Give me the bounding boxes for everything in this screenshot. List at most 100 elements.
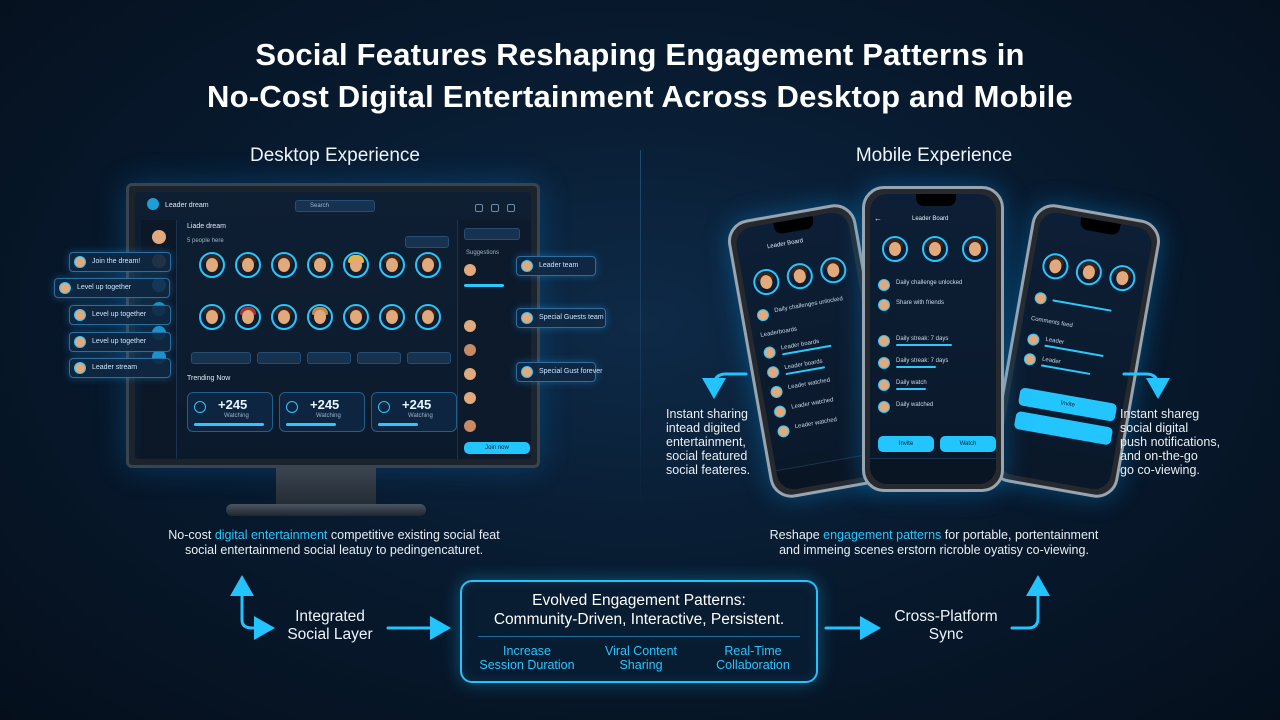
flow-right-line: Cross-Platform — [894, 608, 998, 625]
floating-notification[interactable]: Level up together — [69, 332, 171, 352]
friend-avatar[interactable] — [415, 252, 441, 278]
friend-avatar[interactable] — [307, 252, 333, 278]
trending-card[interactable]: +245 Watching — [279, 392, 365, 432]
note-line: Instant shareg — [1120, 407, 1200, 421]
tag-pill[interactable] — [191, 352, 251, 364]
trending-card[interactable]: +245 Watching — [371, 392, 457, 432]
phone-row[interactable]: Daily watch — [878, 378, 988, 392]
phone-row[interactable]: Daily streak: 7 days — [878, 356, 988, 370]
panel-subtitle: 5 people here — [187, 238, 224, 244]
stat-label: Watching — [316, 413, 341, 419]
phone-watch-button[interactable]: Watch — [940, 436, 996, 452]
phone-row[interactable]: Daily watched — [878, 400, 988, 414]
suggestion-avatar[interactable] — [464, 344, 476, 356]
phone-invite-button[interactable]: Invite — [878, 436, 934, 452]
floating-notification[interactable]: Join the dream! — [69, 252, 171, 272]
tag-pill[interactable] — [407, 352, 451, 364]
floater-text: Join the dream! — [92, 258, 141, 265]
rail-avatar[interactable] — [152, 230, 166, 244]
mobile-right-note: Instant shareg social digital push notif… — [1120, 407, 1250, 477]
grid-icon[interactable] — [491, 204, 499, 212]
metric-line: Viral Content — [604, 644, 678, 658]
note-line: go co-viewing. — [1120, 463, 1200, 477]
floating-notification[interactable]: Leader stream — [69, 358, 171, 378]
phone-row[interactable]: Daily challenge unlocked — [878, 278, 988, 292]
tag-pill[interactable] — [307, 352, 351, 364]
phone-row[interactable]: Daily streak: 7 days — [878, 334, 988, 348]
stat-bar — [286, 423, 336, 426]
tag-pill[interactable] — [257, 352, 301, 364]
suggestion-bar — [464, 284, 504, 287]
desktop-heading: Desktop Experience — [249, 145, 421, 166]
suggestion-avatar[interactable] — [464, 320, 476, 332]
mobile-caption-highlight: engagement patterns — [823, 528, 942, 542]
friend-avatar[interactable] — [199, 304, 225, 330]
friend-avatar[interactable] — [307, 304, 333, 330]
monitor-stand-neck — [276, 468, 376, 508]
floater-text: Level up together — [92, 311, 147, 318]
friend-avatar[interactable] — [235, 252, 261, 278]
mobile-heading: Mobile Experience — [855, 145, 1013, 166]
arrow-up-right — [1010, 575, 1050, 630]
floating-notification[interactable]: Leader team — [516, 256, 596, 276]
floating-notification[interactable]: Special Gust forever — [516, 362, 602, 382]
phone-avatar[interactable] — [922, 236, 948, 262]
friend-avatar[interactable] — [379, 252, 405, 278]
phone-row-text: Daily watched — [896, 402, 934, 408]
friend-avatar[interactable] — [199, 252, 225, 278]
arrow-to-layer — [240, 616, 275, 640]
floater-text: Level up together — [92, 338, 147, 345]
friend-avatar[interactable] — [235, 304, 261, 330]
window-icon[interactable] — [475, 204, 483, 212]
friend-avatar[interactable] — [343, 304, 369, 330]
metric-line: Collaboration — [716, 658, 790, 672]
suggestion-avatar[interactable] — [464, 264, 476, 276]
flow-left-line: Social Layer — [287, 626, 373, 643]
mobile-caption-line2: and immeing scenes erstorn ricroble oyat… — [779, 543, 1089, 557]
engagement-title: Evolved Engagement Patterns: — [532, 592, 746, 609]
filter-pill[interactable] — [405, 236, 449, 248]
metric-line: Real-Time — [724, 644, 782, 658]
globe-icon — [286, 401, 298, 413]
stat-value: +245 — [310, 397, 340, 412]
mobile-caption-rest: for portable, portentainment — [941, 528, 1099, 542]
title-line-1: Social Features Reshaping Engagement Pat… — [255, 37, 1025, 72]
friend-avatar[interactable] — [271, 304, 297, 330]
friend-avatar[interactable] — [379, 304, 405, 330]
trending-card[interactable]: +245 Watching — [187, 392, 273, 432]
floating-notification[interactable]: Level up together — [69, 305, 171, 325]
note-line: entertainment, — [666, 435, 746, 449]
note-line: intead digited — [666, 421, 741, 435]
floater-text: Leader stream — [92, 364, 138, 371]
metric-session: Increase Session Duration — [472, 644, 582, 672]
cross-platform-sync: Cross-Platform Sync — [880, 608, 1012, 644]
trending-title: Trending Now — [187, 375, 231, 382]
phone-row[interactable]: Share with friends — [878, 298, 988, 312]
metric-line: Session Duration — [479, 658, 575, 672]
friend-avatar[interactable] — [343, 252, 369, 278]
search-input[interactable]: Search — [295, 200, 375, 212]
stat-value: +245 — [402, 397, 432, 412]
floating-notification[interactable]: Special Guests team — [516, 308, 606, 328]
suggestion-avatar[interactable] — [464, 420, 476, 432]
floating-notification[interactable]: Level up together — [54, 278, 170, 298]
metric-collab: Real-Time Collaboration — [698, 644, 808, 672]
note-line: and on-the-go — [1120, 449, 1198, 463]
stat-label: Watching — [224, 413, 249, 419]
friend-avatar[interactable] — [415, 304, 441, 330]
suggestions-pill[interactable] — [464, 228, 520, 240]
suggestion-avatar[interactable] — [464, 368, 476, 380]
desktop-caption-prefix: No-cost — [168, 528, 215, 542]
phone-avatar[interactable] — [962, 236, 988, 262]
floater-text: Level up together — [77, 284, 132, 291]
settings-icon[interactable] — [507, 204, 515, 212]
stat-label: Watching — [408, 413, 433, 419]
suggestion-avatar[interactable] — [464, 392, 476, 404]
friend-avatar[interactable] — [271, 252, 297, 278]
tag-pill[interactable] — [357, 352, 401, 364]
desktop-caption: No-cost digital entertainment competitiv… — [154, 528, 514, 558]
stat-bar — [378, 423, 418, 426]
join-button[interactable]: Join now — [464, 442, 530, 454]
back-arrow-icon[interactable]: ← — [874, 214, 882, 223]
phone-avatar[interactable] — [882, 236, 908, 262]
